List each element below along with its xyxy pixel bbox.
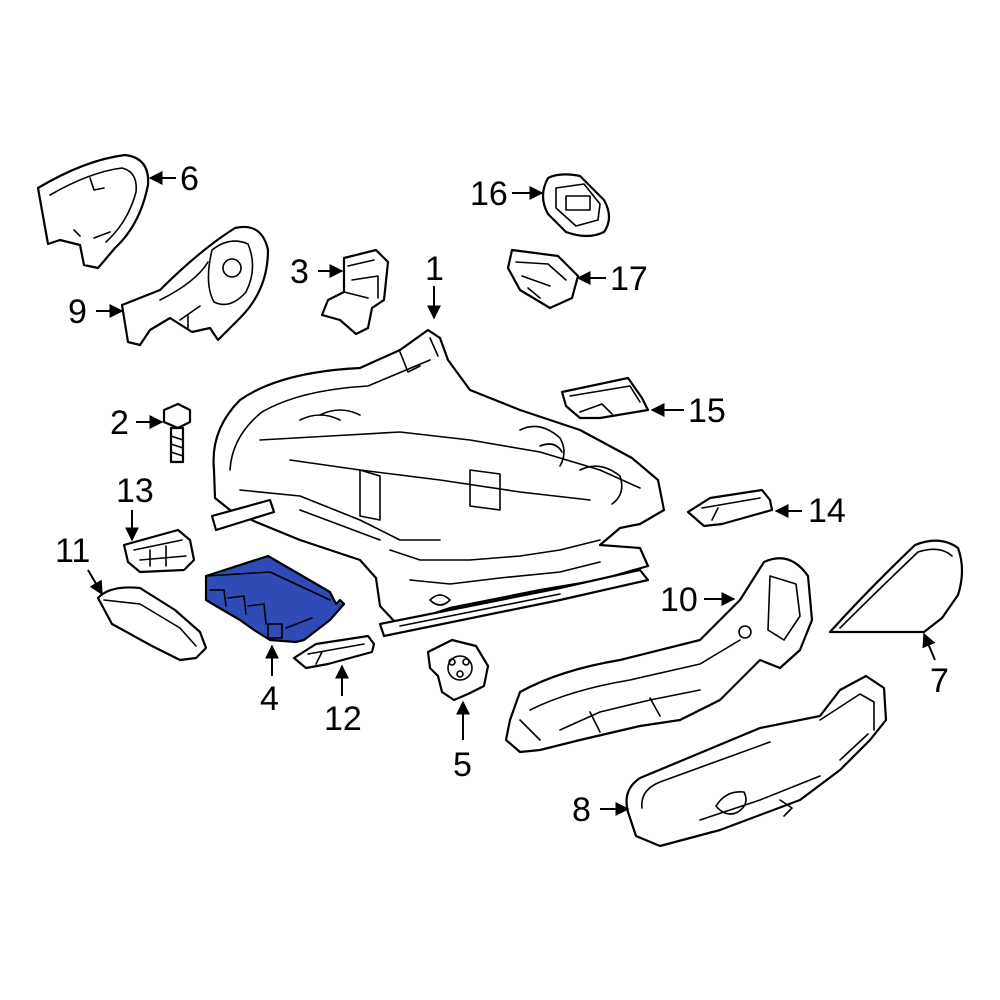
part-9-shield[interactable]: [120, 225, 270, 347]
callout-2: 2: [110, 404, 129, 442]
callout-16: 16: [470, 175, 508, 213]
leader-lines: [87, 171, 936, 816]
part-13-clip[interactable]: [122, 528, 196, 574]
callout-12: 12: [324, 700, 362, 738]
callout-14: 14: [808, 492, 846, 530]
part-14-cover[interactable]: [686, 488, 774, 528]
callout-17: 17: [610, 260, 648, 298]
callout-13: 13: [116, 472, 154, 510]
part-7-cover-panel[interactable]: [828, 539, 964, 634]
callout-9: 9: [68, 293, 87, 331]
callout-6: 6: [180, 160, 199, 198]
part-4-control-module[interactable]: [204, 554, 346, 644]
callout-15: 15: [688, 392, 726, 430]
part-1-seat-frame[interactable]: [212, 328, 666, 624]
part-5-motor[interactable]: [426, 638, 490, 702]
part-1-rails: [210, 498, 650, 638]
part-2-bolt[interactable]: [162, 402, 192, 464]
callout-4: 4: [260, 680, 279, 718]
part-10-side-panel[interactable]: [504, 557, 814, 754]
callout-8: 8: [572, 791, 591, 829]
part-15-cover[interactable]: [560, 376, 650, 420]
callout-11: 11: [55, 532, 90, 570]
callout-1: 1: [425, 250, 444, 288]
part-16-bezel[interactable]: [541, 173, 611, 238]
part-12-trim[interactable]: [292, 634, 376, 670]
part-6-cover[interactable]: [36, 153, 150, 270]
part-17-switch[interactable]: [506, 248, 580, 310]
part-8-side-cover[interactable]: [625, 674, 888, 848]
callout-3: 3: [290, 253, 309, 291]
callout-5: 5: [453, 746, 472, 784]
part-3-bracket[interactable]: [320, 248, 390, 336]
part-11-trim[interactable]: [96, 586, 208, 662]
callout-7: 7: [930, 662, 949, 700]
callout-10: 10: [660, 581, 698, 619]
callout-labels: 6 9 3 1 16 17 15 2 13 11 14 10 7 4 12 5 …: [55, 160, 949, 829]
